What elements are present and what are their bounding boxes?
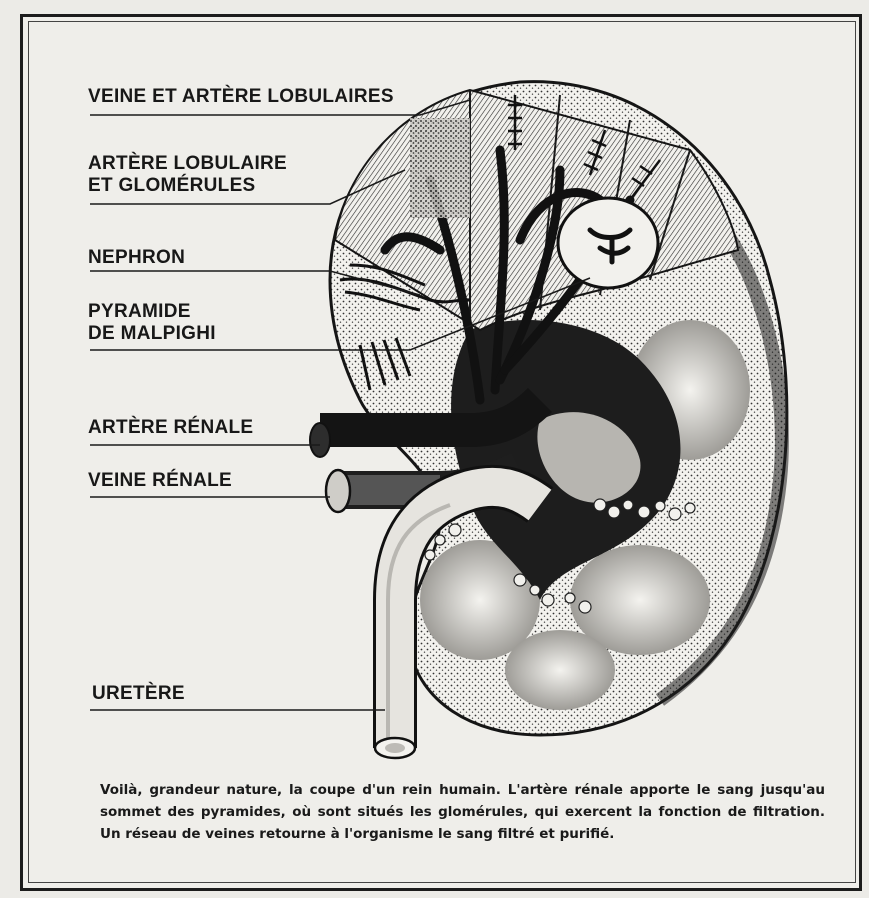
label-text-line1: ARTÈRE LOBULAIRE: [88, 153, 287, 175]
label-artere-renale: ARTÈRE RÉNALE: [88, 417, 253, 439]
label-nephron: NEPHRON: [88, 247, 185, 269]
label-text: URETÈRE: [92, 683, 185, 705]
label-artere-lobulaire-glomerules: ARTÈRE LOBULAIRE ET GLOMÉRULES: [88, 153, 287, 197]
label-veine-artere-lobulaires: VEINE ET ARTÈRE LOBULAIRES: [88, 86, 394, 108]
label-text: NEPHRON: [88, 247, 185, 269]
label-text-line2: DE MALPIGHI: [88, 323, 216, 345]
label-pyramide-malpighi: PYRAMIDE DE MALPIGHI: [88, 301, 216, 345]
label-text: VEINE ET ARTÈRE LOBULAIRES: [88, 86, 394, 108]
label-text-line1: PYRAMIDE: [88, 301, 216, 323]
caption: Voilà, grandeur nature, la coupe d'un re…: [100, 779, 825, 845]
label-text: VEINE RÉNALE: [88, 470, 232, 492]
label-text-line2: ET GLOMÉRULES: [88, 175, 287, 197]
label-uretere: URETÈRE: [92, 683, 185, 705]
label-text: ARTÈRE RÉNALE: [88, 417, 253, 439]
pyramid-bottom: [505, 630, 615, 710]
label-veine-renale: VEINE RÉNALE: [88, 470, 232, 492]
glomerulus: [558, 198, 658, 288]
